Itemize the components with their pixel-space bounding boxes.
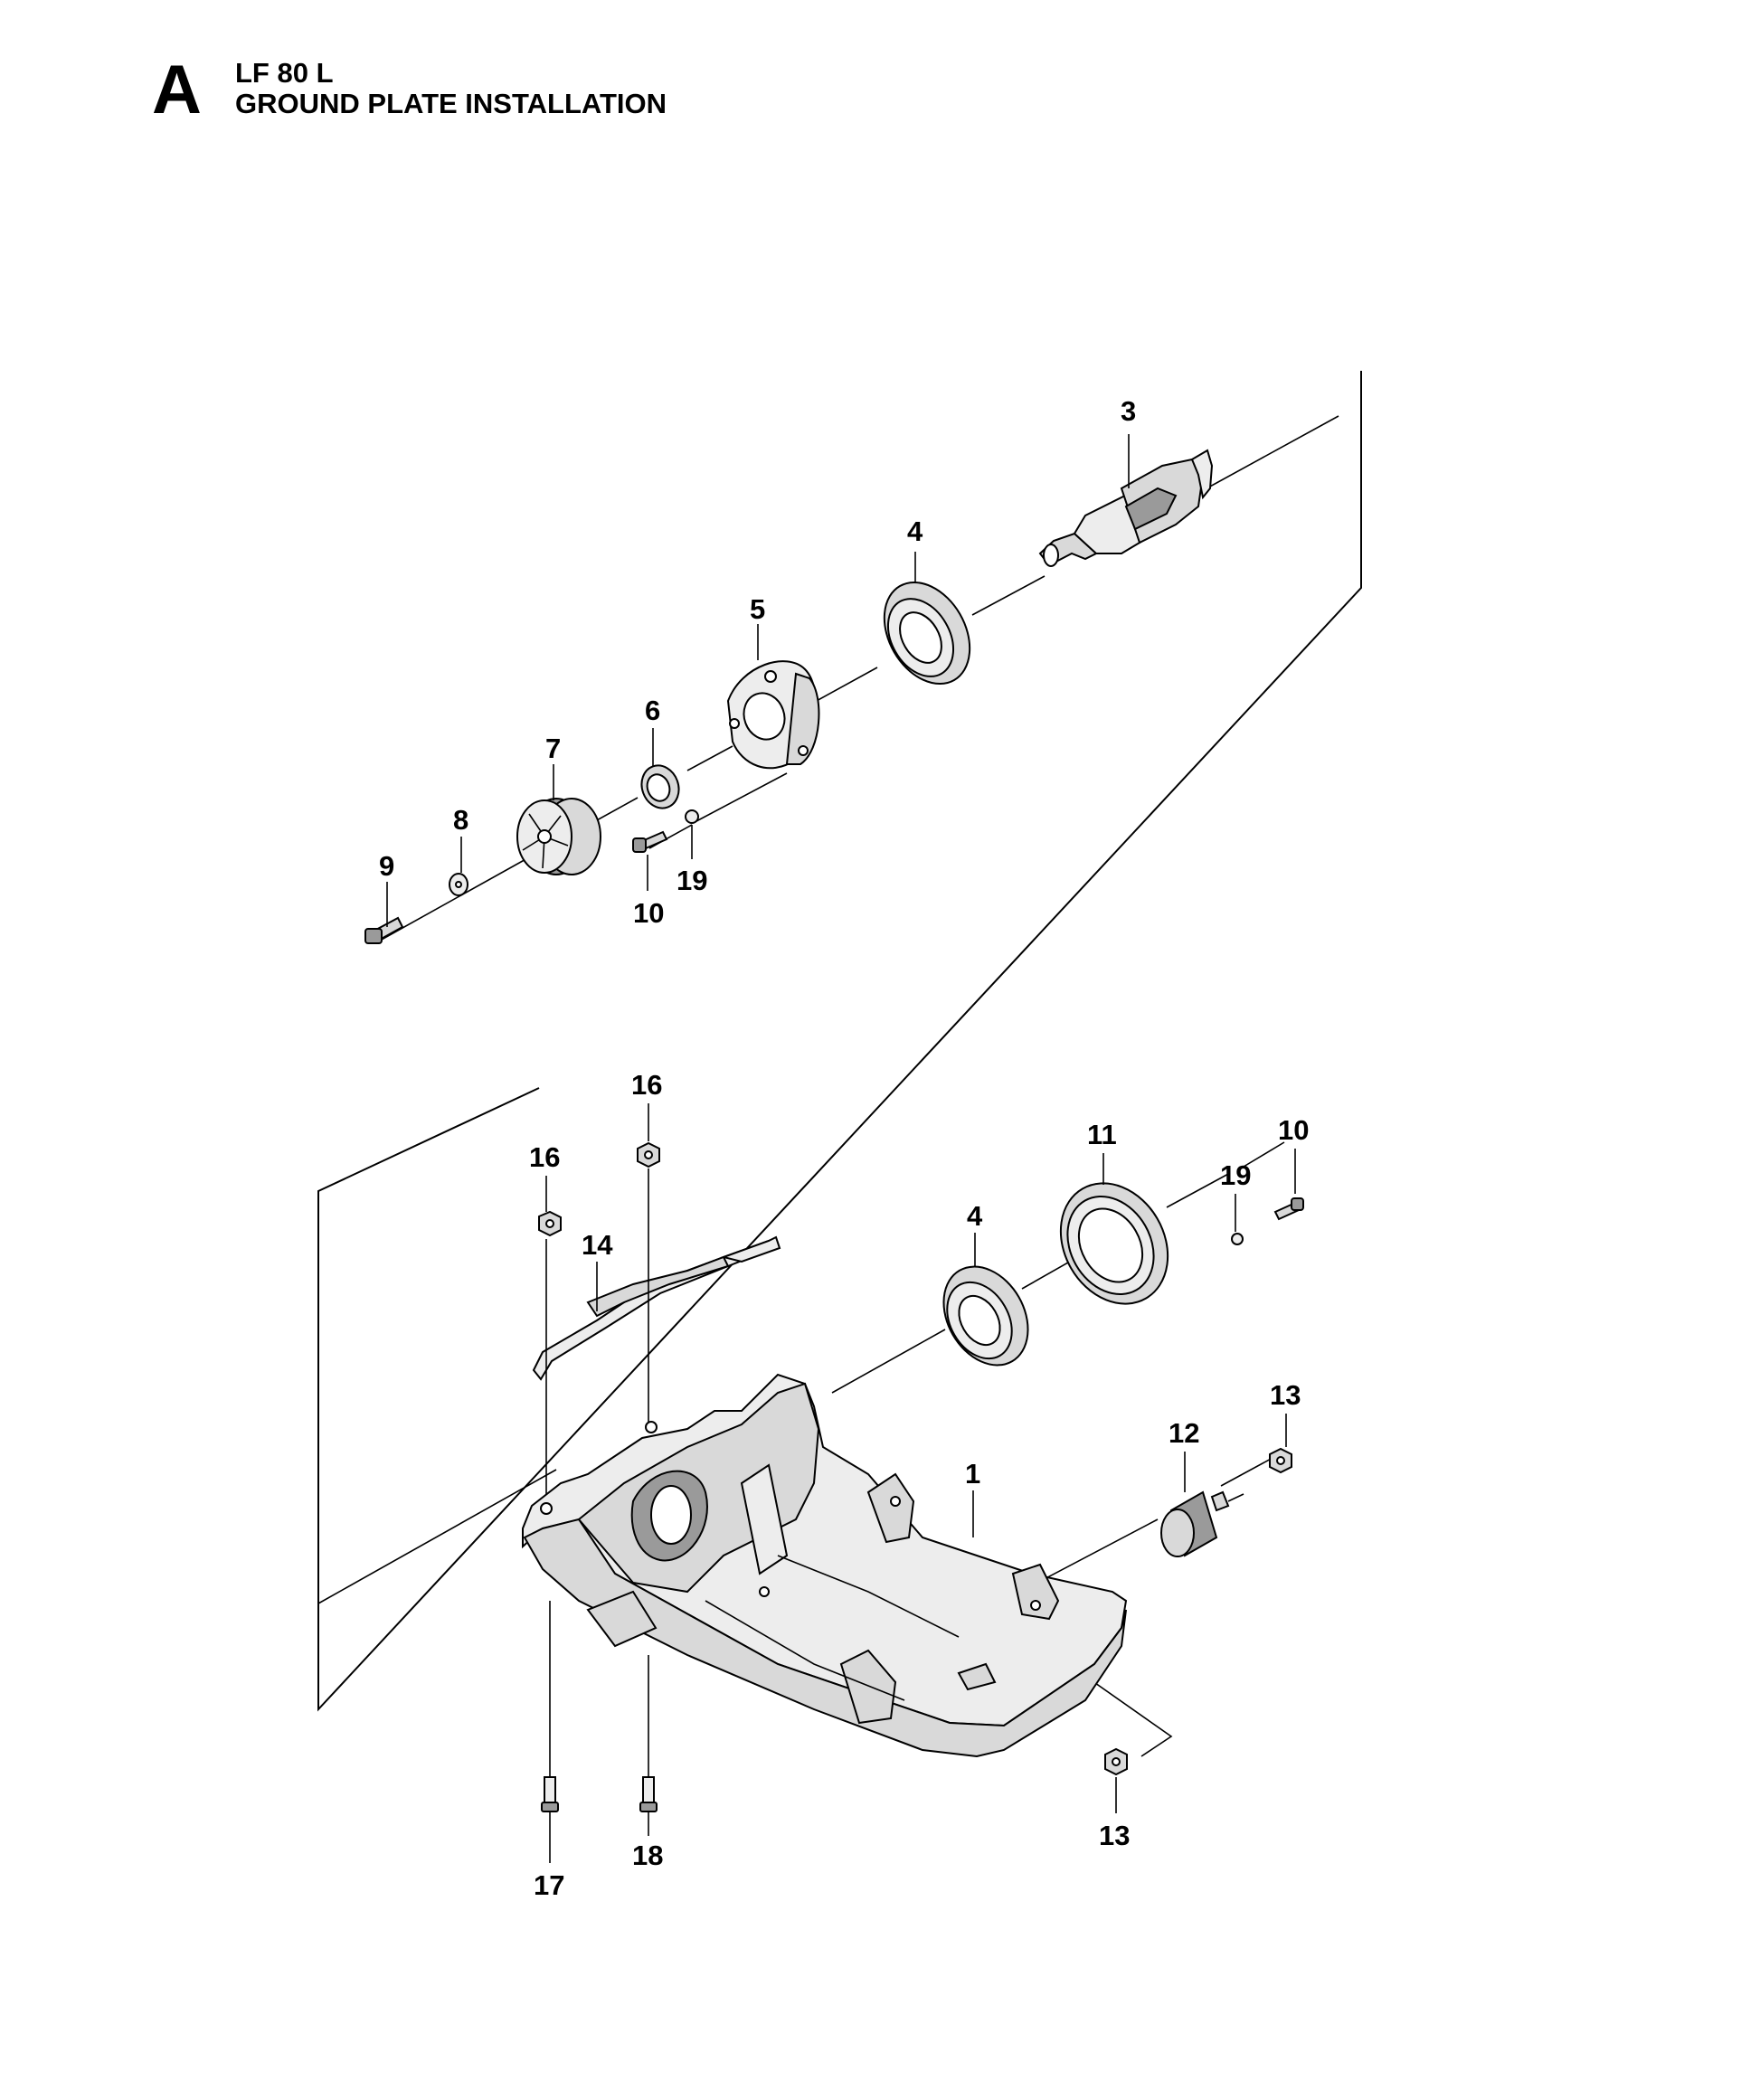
- callout-8: 8: [453, 804, 468, 836]
- callout-3: 3: [1121, 395, 1136, 427]
- part-13-nut-lower: [1104, 1747, 1128, 1776]
- callout-19-lower: 19: [1220, 1159, 1251, 1191]
- callout-12: 12: [1169, 1417, 1199, 1449]
- callout-18: 18: [632, 1840, 663, 1871]
- model-name: LF 80 L: [235, 57, 334, 89]
- callout-9: 9: [379, 850, 394, 882]
- callout-16-center: 16: [631, 1069, 662, 1101]
- part-9-bolt: [364, 916, 404, 944]
- callout-13-upper: 13: [1270, 1379, 1301, 1411]
- part-4-bearing-lower: [942, 1265, 1029, 1367]
- lower-leader-lines: [545, 1103, 1296, 1863]
- part-16-nut-left: [538, 1210, 562, 1237]
- callout-11: 11: [1087, 1119, 1117, 1150]
- part-11-seal-carrier: [1059, 1182, 1169, 1305]
- vertical-bolt-lines: [545, 1168, 649, 1777]
- page-title: GROUND PLATE INSTALLATION: [235, 88, 667, 119]
- part-8-washer: [449, 873, 468, 896]
- part-5-bearing-cover: [726, 660, 820, 770]
- part-19-lock-washer-upper: [685, 809, 699, 824]
- part-10-screw-lower: [1273, 1197, 1304, 1221]
- part-7-pulley: [516, 798, 601, 875]
- part-18-bolt: [639, 1776, 658, 1812]
- part-10-screw-upper: [632, 830, 668, 853]
- callout-1: 1: [965, 1458, 980, 1490]
- callout-5: 5: [750, 593, 765, 625]
- callout-4-lower: 4: [967, 1200, 983, 1232]
- callout-7: 7: [545, 733, 561, 764]
- callout-10-upper: 10: [633, 897, 664, 929]
- part-17-bolt: [541, 1776, 559, 1812]
- upper-leader-lines: [386, 434, 1130, 927]
- part-6-seal-ring: [640, 764, 680, 809]
- part-3-eccentric-shaft: [1038, 449, 1214, 567]
- callout-17: 17: [534, 1869, 564, 1901]
- part-4-bearing-upper: [883, 581, 971, 686]
- callout-6: 6: [645, 695, 660, 726]
- part-1-ground-plate: [522, 1373, 1128, 1758]
- callout-labels: 3 4 5 6 7 8 9 10 19 16 16 14 11 4 19 10 …: [379, 395, 1309, 1901]
- callout-13-lower: 13: [1099, 1820, 1130, 1851]
- section-letter: A: [152, 52, 202, 128]
- callout-4-upper: 4: [907, 516, 923, 547]
- perspective-frame: [317, 371, 1362, 1712]
- part-14-bracket: [532, 1235, 781, 1381]
- part-19-lock-washer-lower: [1231, 1233, 1244, 1245]
- part-12-rubber-buffer: [1160, 1490, 1244, 1557]
- callout-14: 14: [582, 1229, 613, 1261]
- part-16-nut-center: [637, 1141, 660, 1168]
- callout-16-left: 16: [529, 1141, 560, 1173]
- callout-19-upper: 19: [677, 865, 707, 896]
- callout-10-lower: 10: [1278, 1114, 1309, 1146]
- part-13-nut-upper: [1269, 1447, 1292, 1474]
